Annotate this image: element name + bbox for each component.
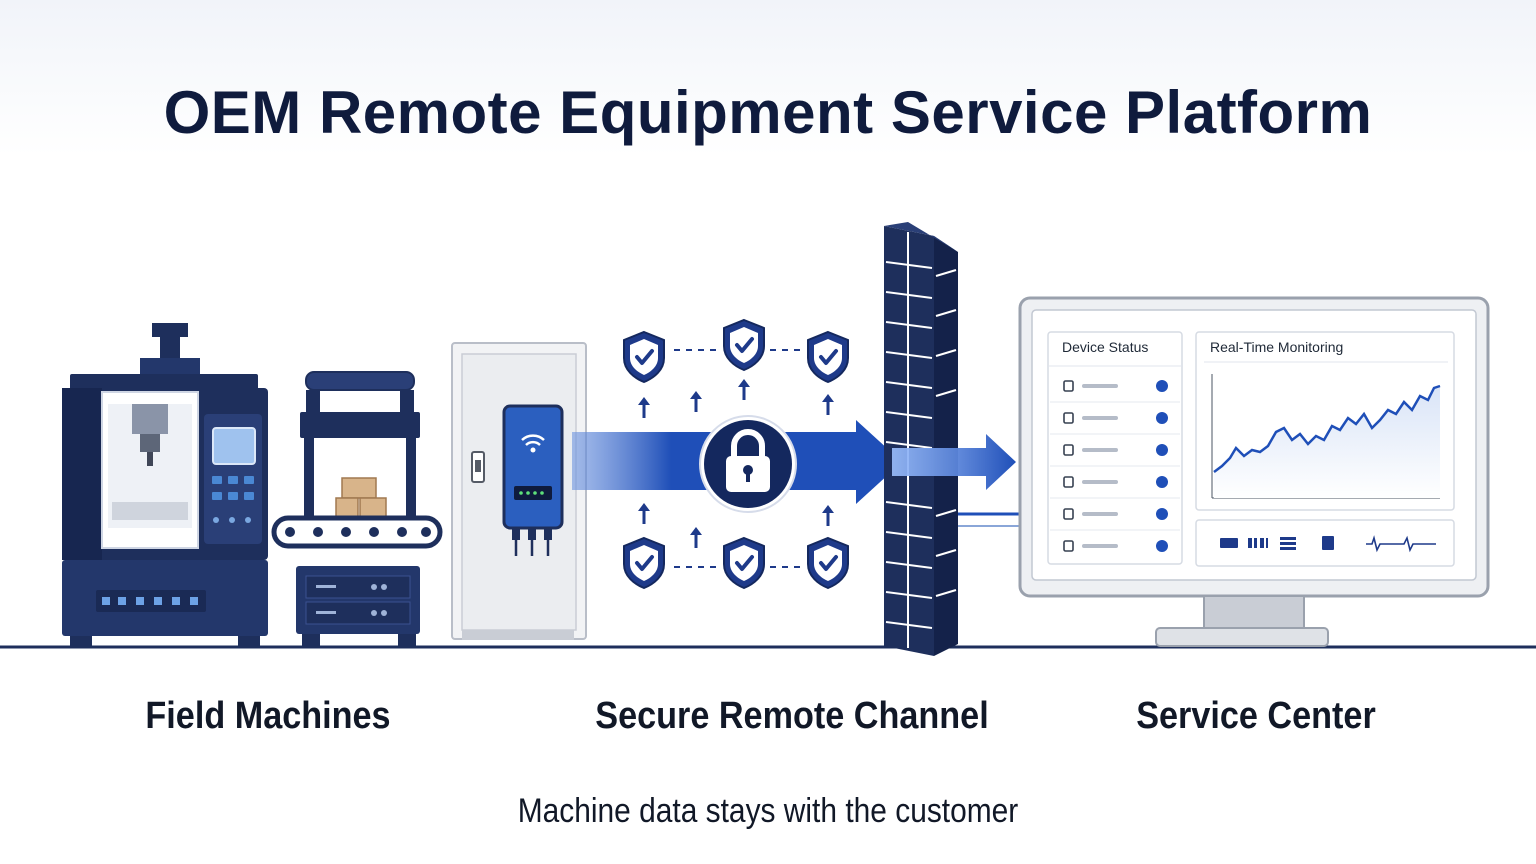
shield-check-icon (722, 318, 766, 372)
device-icon (1063, 540, 1074, 552)
conveyor-machine-icon (271, 371, 443, 646)
monitoring-panel-title: Real-Time Monitoring (1210, 339, 1343, 355)
device-row (1050, 508, 1180, 531)
up-arrow-icon (688, 389, 704, 414)
chart-area (1214, 386, 1440, 498)
device-icon (1063, 380, 1074, 392)
device-row (1063, 540, 1168, 552)
device-icon (1063, 444, 1074, 456)
up-arrow-icon (820, 503, 836, 528)
device-name-placeholder (1082, 480, 1118, 484)
device-row (1050, 444, 1180, 467)
section-label-secure-channel: Secure Remote Channel (595, 695, 989, 737)
device-name-placeholder (1082, 416, 1118, 420)
section-label-field-machines: Field Machines (145, 695, 391, 737)
device-icon (1063, 412, 1074, 424)
device-name-placeholder (1082, 448, 1118, 452)
page-title: OEM Remote Equipment Service Platform (163, 79, 1373, 146)
section-label-service-center: Service Center (1136, 695, 1376, 737)
shield-check-icon (806, 330, 850, 384)
status-dot (1156, 444, 1168, 456)
up-arrow-icon (688, 525, 704, 550)
device-icon (1063, 476, 1074, 488)
monitor-toolbar (1195, 519, 1455, 567)
cnc-machine-icon (62, 323, 268, 646)
shield-links (674, 349, 806, 568)
up-arrow-icon (820, 392, 836, 417)
gateway-router-icon (502, 404, 564, 556)
device-status-panel: Device Status (1047, 331, 1183, 565)
firewall-icon (884, 222, 958, 656)
device-name-placeholder (1082, 512, 1118, 516)
device-panel-title: Device Status (1062, 339, 1148, 355)
shield-check-icon (806, 536, 850, 590)
padlock-icon (699, 415, 797, 513)
device-row (1050, 476, 1180, 499)
chart-line (1213, 384, 1441, 473)
status-dot (1156, 412, 1168, 424)
device-name-placeholder (1082, 544, 1118, 548)
device-row (1050, 380, 1180, 403)
footnote: Machine data stays with the customer (517, 792, 1019, 830)
status-dot (1156, 540, 1168, 552)
device-rows (1050, 380, 1180, 552)
up-arrow-icon (736, 377, 752, 402)
up-arrow-icon (636, 395, 652, 420)
shield-check-icon (722, 536, 766, 590)
status-dot (1156, 508, 1168, 520)
shield-check-icon (622, 330, 666, 384)
monitoring-panel: Real-Time Monitoring (1195, 331, 1455, 511)
up-arrow-icon (636, 501, 652, 526)
device-row (1050, 412, 1180, 435)
device-name-placeholder (1082, 384, 1118, 388)
shield-check-icon (622, 536, 666, 590)
firewall-pass-arrow (892, 434, 1016, 490)
device-icon (1063, 508, 1074, 520)
status-dot (1156, 476, 1168, 488)
status-dot (1156, 380, 1168, 392)
